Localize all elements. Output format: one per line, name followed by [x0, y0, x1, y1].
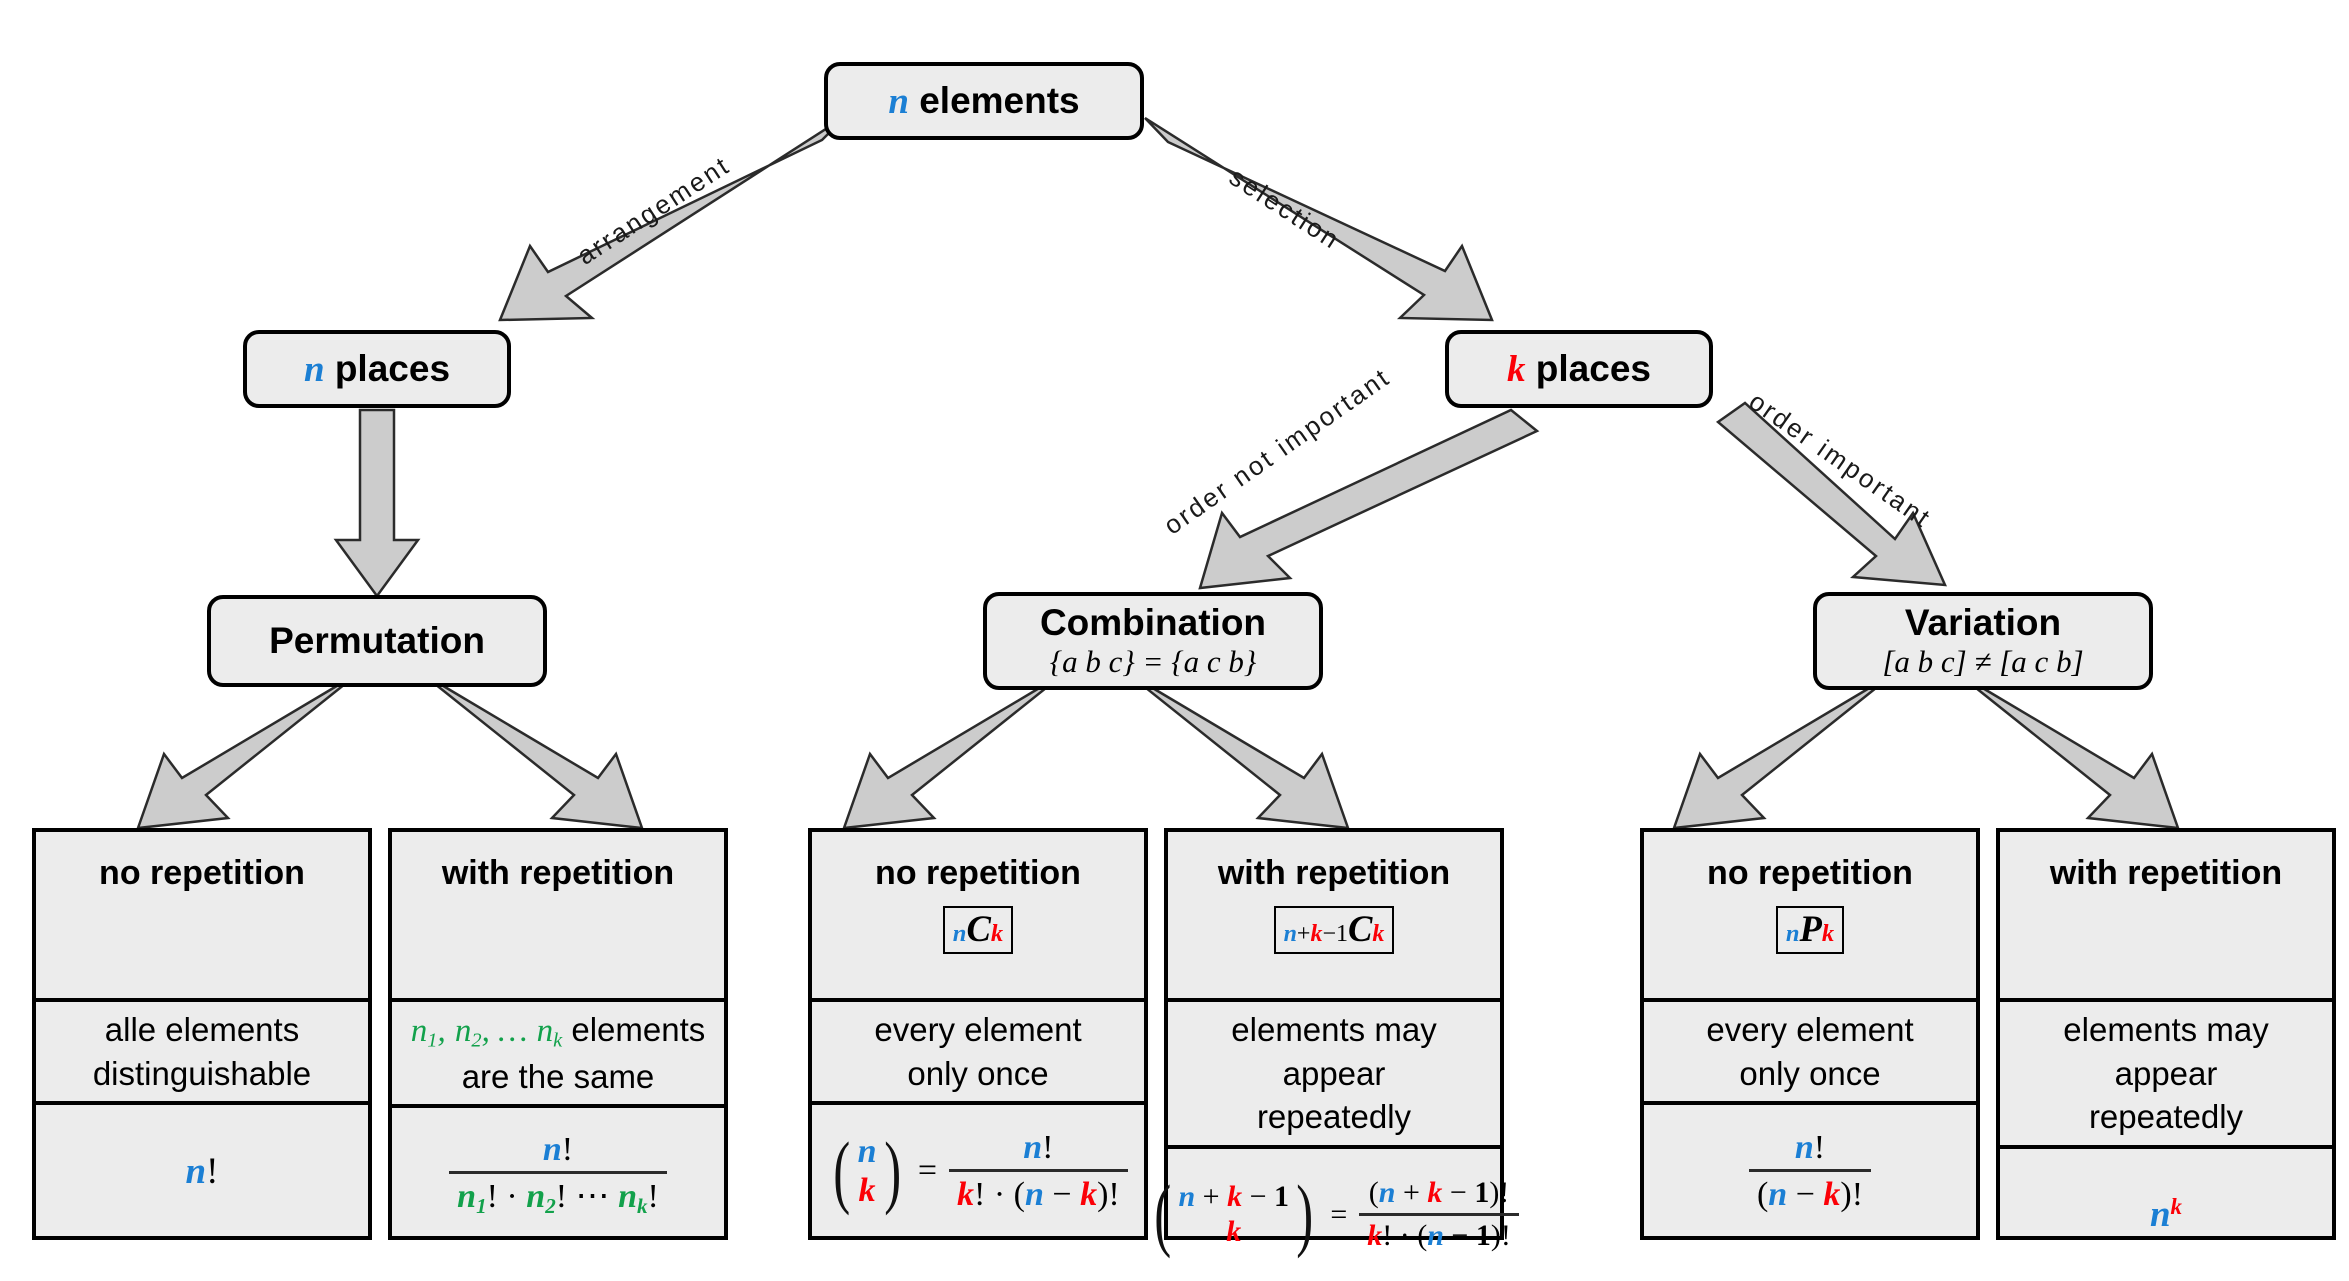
edge-n-places-to-permutation — [333, 408, 421, 599]
leaf-comb-with-rep-formula: ( n + k − 1 k ) = (n + k − 1)! k! · (n −… — [1154, 1149, 1519, 1281]
edge-k-places-to-combination — [1198, 408, 1540, 590]
leaf-perm-no-rep-header: no repetition — [36, 832, 368, 1002]
node-permutation[interactable]: Permutation — [207, 595, 547, 687]
node-k-places-label: k places — [1507, 348, 1651, 390]
leaf-comb-with-rep-header: with repetition n+k−1Ck — [1168, 832, 1500, 1002]
leaf-comb-with-rep[interactable]: with repetition n+k−1Ck elements may app… — [1154, 828, 1519, 1255]
leaf-perm-with-rep-header: with repetition — [392, 832, 724, 1002]
edge-permutation-to-perm-with-rep — [419, 670, 644, 830]
edge-label-order-not-important: order not important — [1158, 361, 1396, 541]
k-places-label-text: places — [1535, 347, 1651, 389]
edge-label-order-important: order important — [1743, 385, 1938, 534]
leaf-var-no-rep-header: no repetition nPk — [1644, 832, 1976, 1002]
edge-root-to-n-places — [498, 114, 847, 322]
n-places-label-text: places — [334, 347, 451, 389]
edge-label-arrangement: arrangement — [571, 149, 736, 271]
edge-combination-to-comb-no-rep — [842, 670, 1067, 830]
leaf-comb-with-rep-badge: n+k−1Ck — [1273, 906, 1395, 955]
leaf-var-no-rep-head: no repetition — [1707, 854, 1913, 892]
leaf-comb-no-rep-header: no repetition nCk — [812, 832, 1144, 1002]
leaf-comb-no-rep-badge: nCk — [942, 906, 1014, 955]
leaf-var-with-rep-header: with repetition — [2000, 832, 2332, 1002]
leaf-var-with-rep-formula: nk — [2149, 1194, 2183, 1236]
leaf-comb-with-rep-head: with repetition — [1217, 854, 1451, 892]
node-combination-title: Combination — [1039, 601, 1267, 643]
node-combination[interactable]: Combination {a b c} = {a c b} — [983, 592, 1323, 690]
edge-variation-to-var-with-rep — [1955, 670, 2180, 830]
leaf-perm-with-rep-head: with repetition — [441, 854, 675, 892]
root-label-text: elements — [919, 79, 1080, 121]
leaf-perm-no-rep-head: no repetition — [99, 854, 305, 892]
edge-combination-to-comb-with-rep — [1125, 670, 1350, 830]
leaf-perm-with-rep-formula: n! n1! · n2! ⋯ nk! — [392, 1108, 724, 1240]
node-n-places[interactable]: n places — [243, 330, 511, 408]
node-variation-subtitle: [a b c] ≠ [a c b] — [1882, 644, 2084, 680]
n-places-var: n — [303, 348, 325, 390]
node-n-places-label: n places — [304, 348, 450, 390]
leaf-var-with-rep-head: with repetition — [2049, 854, 2283, 892]
node-root-n-elements[interactable]: n elements — [824, 62, 1144, 140]
node-k-places[interactable]: k places — [1445, 330, 1713, 408]
node-combination-subtitle: {a b c} = {a c b} — [1049, 644, 1257, 680]
leaf-var-no-rep-formula: n! (n − k)! — [1644, 1105, 1976, 1237]
k-places-var: k — [1507, 348, 1526, 390]
edge-label-selection: selection — [1224, 161, 1347, 256]
leaf-var-no-rep-badge: nPk — [1775, 906, 1845, 955]
edge-variation-to-var-no-rep — [1672, 670, 1897, 830]
leaf-perm-no-rep-formula: n! — [185, 1150, 219, 1192]
node-variation-title: Variation — [1904, 601, 2062, 643]
leaf-comb-no-rep-head: no repetition — [875, 854, 1081, 892]
node-root-label: n elements — [888, 80, 1079, 122]
root-var-n: n — [888, 80, 909, 122]
edge-permutation-to-perm-no-rep — [136, 670, 361, 830]
node-permutation-title: Permutation — [269, 620, 485, 662]
node-variation[interactable]: Variation [a b c] ≠ [a c b] — [1813, 592, 2153, 690]
